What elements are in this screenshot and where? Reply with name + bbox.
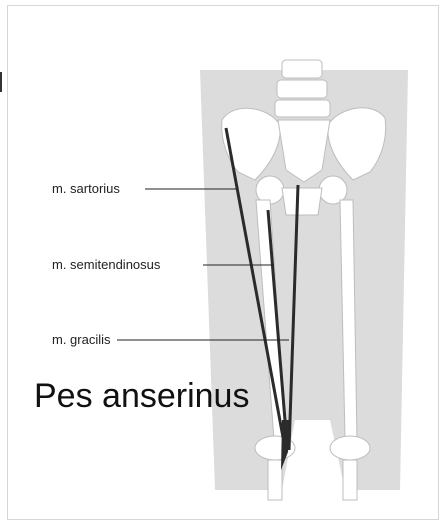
tibia-left bbox=[268, 460, 282, 500]
label-semitendinosus: m. semitendinosus bbox=[52, 257, 160, 272]
caption-pes-anserinus: Pes anserinus bbox=[34, 377, 249, 416]
pubic-symphysis bbox=[282, 188, 322, 215]
vertebra bbox=[282, 60, 322, 78]
tibia-right bbox=[343, 460, 357, 500]
vertebra bbox=[275, 100, 330, 117]
label-sartorius: m. sartorius bbox=[52, 181, 120, 196]
knee-right bbox=[330, 436, 370, 460]
label-gracilis: m. gracilis bbox=[52, 332, 111, 347]
vertebra bbox=[277, 80, 327, 98]
